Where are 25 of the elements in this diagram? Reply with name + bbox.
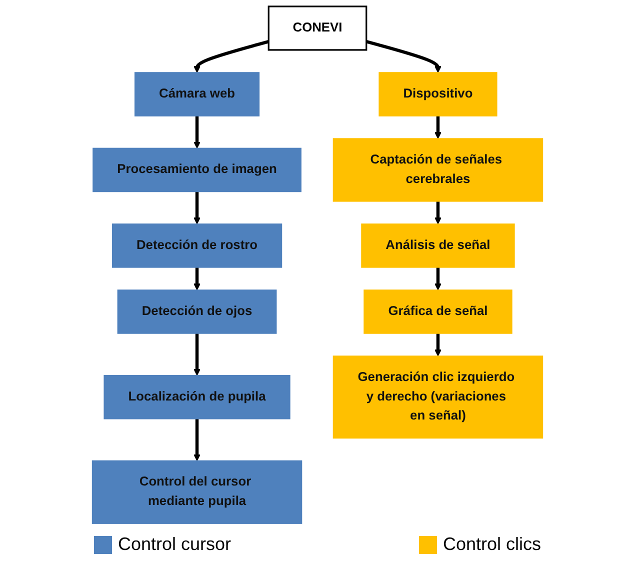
- node-box: Procesamiento de imagen: [92, 148, 302, 192]
- arrow: [434, 116, 442, 139]
- node-box: CONEVI: [268, 6, 368, 51]
- arrow: [434, 333, 442, 356]
- arrow: [193, 116, 201, 149]
- node-box: Control del cursor mediante pupila: [92, 460, 302, 524]
- legend-label: Control clics: [442, 534, 541, 555]
- arrow: [193, 267, 201, 290]
- node-box: Análisis de señal: [361, 224, 515, 268]
- arrow: [434, 267, 442, 290]
- arrow: [193, 40, 270, 73]
- node-box: Captación de señales cerebrales: [332, 138, 544, 202]
- arrow: [193, 418, 201, 462]
- node-box: Localización de pupila: [104, 374, 290, 420]
- arrow: [193, 333, 201, 376]
- arrow: [434, 201, 442, 224]
- legend-label: Control cursor: [118, 534, 232, 555]
- node-box: Dispositivo: [378, 72, 498, 116]
- node-box: Cámara web: [134, 72, 260, 116]
- node-box: Detección de ojos: [117, 290, 277, 334]
- node-box: Generación clic izquierdo y derecho (variaciones en señal): [332, 356, 544, 439]
- node-box: Detección de rostro: [112, 224, 282, 268]
- arrow: [366, 40, 442, 73]
- node-box: Gráfica de señal: [364, 290, 512, 334]
- arrow: [193, 192, 201, 224]
